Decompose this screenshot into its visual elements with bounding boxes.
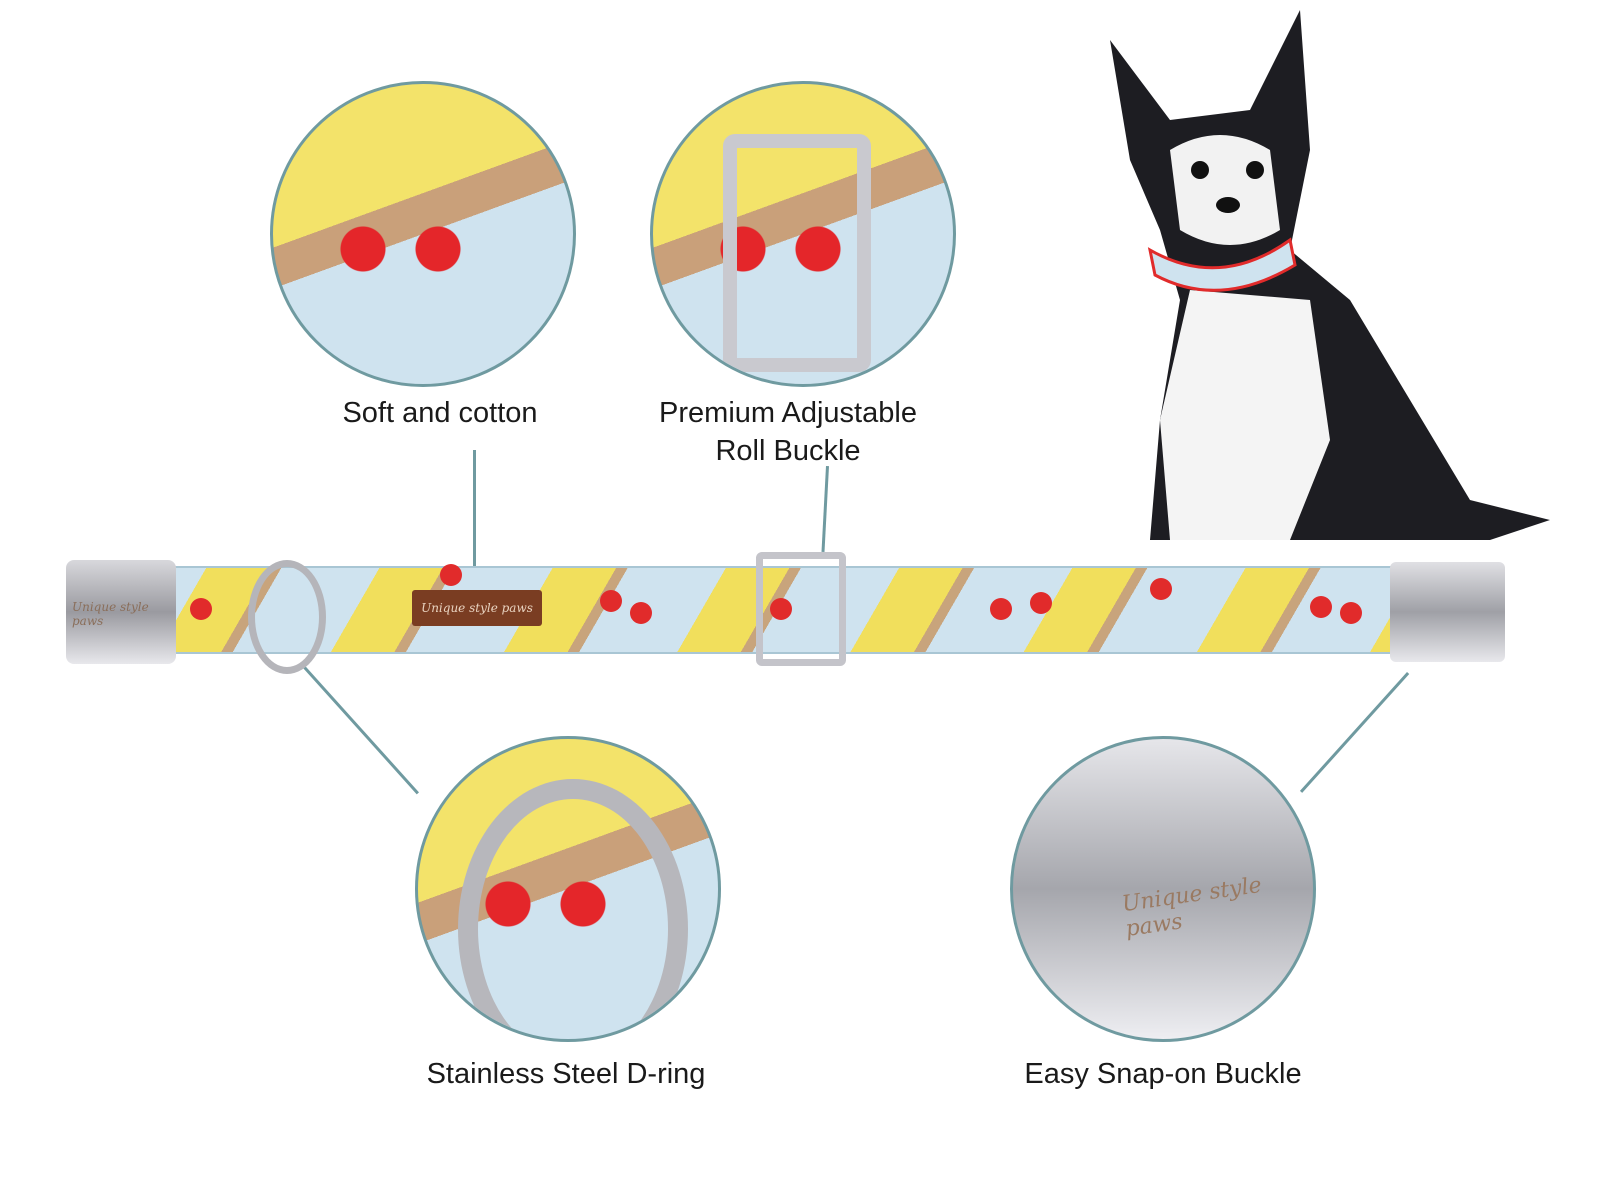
leather-brand-tag: Unique style paws — [412, 590, 542, 626]
buckle-engraving: Unique style paws — [1120, 872, 1264, 942]
snap-buckle-male — [1390, 562, 1505, 662]
d-ring-detail-image — [415, 736, 721, 1042]
roll-buckle-detail-image — [650, 81, 956, 387]
feature-label-d-ring: Stainless Steel D-ring — [426, 1058, 706, 1090]
collar-strap — [160, 564, 1420, 654]
connector-line-snap-buckle — [1299, 672, 1410, 793]
feature-label-roll-buckle-line2: Roll Buckle — [715, 435, 861, 467]
connector-line-cotton — [473, 450, 476, 566]
fabric-detail-image — [270, 81, 576, 387]
snap-buckle-female: Unique style paws — [66, 560, 176, 664]
feature-label-roll-buckle-line1: Premium Adjustable — [659, 397, 917, 429]
connector-line-roll-buckle — [821, 466, 829, 553]
d-ring — [248, 560, 326, 674]
roll-buckle — [756, 552, 846, 666]
feature-label-soft-cotton: Soft and cotton — [342, 397, 538, 429]
buckle-engraving-small: Unique style paws — [72, 600, 149, 628]
feature-label-snap-buckle: Easy Snap-on Buckle — [1024, 1058, 1302, 1090]
connector-line-d-ring — [303, 665, 419, 795]
snap-buckle-detail-image: Unique style paws — [1010, 736, 1316, 1042]
feature-label-roll-buckle: Premium Adjustable Roll Buckle — [659, 394, 917, 470]
chihuahua-photo — [1110, 10, 1550, 540]
